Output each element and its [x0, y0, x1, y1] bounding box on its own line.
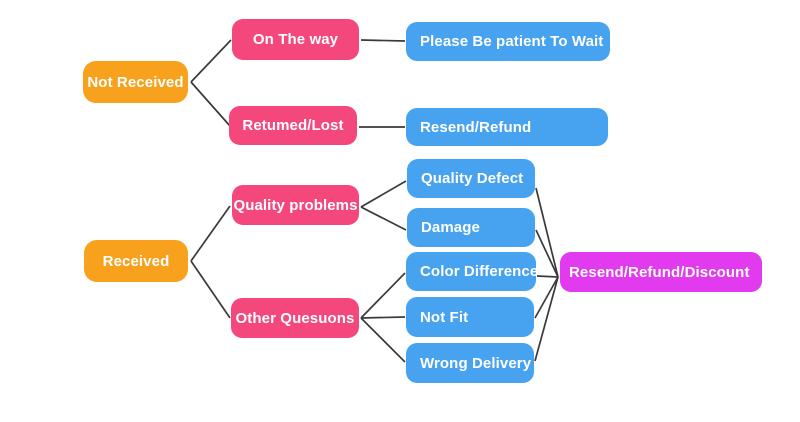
connector-on-the-way-please-wait [360, 39, 406, 42]
connector-color-difference-outcome [536, 275, 559, 278]
node-wrong-delivery: Wrong Delivery [406, 343, 534, 383]
connector-other-questions-color-difference [360, 272, 406, 319]
node-quality-problems: Quality problems [232, 185, 359, 225]
connector-received-other-questions [190, 260, 231, 319]
node-other-questions: Other Quesuons [231, 298, 359, 338]
connector-not-fit-outcome [534, 276, 559, 319]
node-resend-refund: Resend/Refund [406, 108, 608, 146]
node-please-be-patient: Please Be patient To Wait [406, 22, 610, 61]
connector-other-questions-not-fit [360, 316, 406, 319]
node-not-received: Not Received [83, 61, 188, 103]
connector-damage-outcome [535, 229, 559, 278]
node-received: Received [84, 240, 188, 282]
node-on-the-way: On The way [232, 19, 359, 60]
node-quality-defect: Quality Defect [407, 159, 535, 198]
connector-wrong-delivery-outcome [534, 276, 559, 362]
connector-not-received-returned-lost [190, 81, 231, 127]
connector-quality-problems-quality-defect [360, 180, 407, 208]
connector-quality-problems-damage [360, 206, 407, 231]
connector-other-questions-wrong-delivery [360, 317, 406, 363]
connector-received-quality-problems [190, 205, 231, 262]
connector-not-received-on-the-way [190, 39, 232, 83]
node-damage: Damage [407, 208, 535, 247]
node-returned-lost: Retumed/Lost [229, 106, 357, 145]
node-not-fit: Not Fit [406, 297, 534, 337]
node-color-difference: Color Difference [406, 252, 538, 291]
connector-quality-defect-outcome [535, 187, 559, 278]
node-resend-refund-discount: Resend/Refund/Discount [560, 252, 762, 292]
